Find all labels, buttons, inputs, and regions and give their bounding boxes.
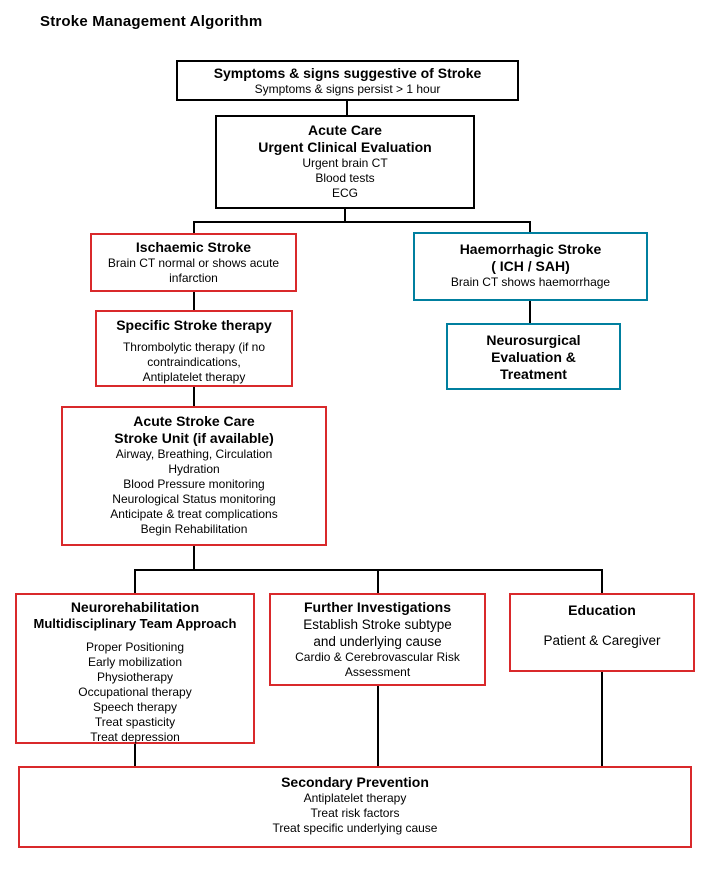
stroke-care-line-5: Anticipate & treat complications (110, 507, 278, 521)
neurorehab-subtitle: Multidisciplinary Team Approach (33, 616, 237, 631)
acute-care-line-3: ECG (331, 186, 358, 200)
acute-care-line-2: Blood tests (315, 171, 375, 185)
box-acute-care: Acute Care Urgent Clinical Evaluation Ur… (215, 115, 475, 209)
investigations-line-2: Assessment (344, 665, 411, 679)
connector-neurorehab-to-secondary (134, 744, 136, 766)
box-specific-stroke-therapy: Specific Stroke therapy Thrombolytic the… (95, 310, 293, 387)
neurosurgical-title-line-3: Treatment (500, 366, 567, 382)
ischaemic-line-1: Brain CT normal or shows acute (107, 256, 280, 270)
stroke-care-line-4: Neurological Status monitoring (112, 492, 276, 506)
education-title: Education (568, 602, 636, 618)
stroke-care-line-2: Hydration (168, 462, 220, 476)
neurorehab-line-3: Physiotherapy (96, 670, 174, 684)
specific-therapy-title: Specific Stroke therapy (116, 317, 272, 333)
connector-therapy-to-stroke-unit (193, 387, 195, 406)
box-ischaemic-stroke: Ischaemic Stroke Brain CT normal or show… (90, 233, 297, 292)
stroke-care-line-6: Begin Rehabilitation (140, 522, 248, 536)
specific-therapy-line-3: Antiplatelet therapy (142, 370, 246, 384)
haemorrhagic-line-1: Brain CT shows haemorrhage (450, 275, 611, 289)
neurorehab-title: Neurorehabilitation (70, 599, 200, 615)
box-acute-stroke-care: Acute Stroke Care Stroke Unit (if availa… (61, 406, 327, 546)
neurorehab-line-4: Occupational therapy (78, 685, 192, 699)
stroke-care-line-3: Blood Pressure monitoring (123, 477, 265, 491)
secondary-prevention-title: Secondary Prevention (281, 774, 429, 790)
connector-to-further-investigations (377, 569, 379, 593)
investigations-subtitle-line-2: and underlying cause (313, 634, 442, 649)
spacer (511, 619, 693, 632)
acute-care-line-1: Urgent brain CT (302, 156, 388, 170)
connector-to-neurorehabilitation (134, 569, 136, 593)
connector-to-haemorrhagic (529, 221, 531, 232)
acute-care-title-line-2: Urgent Clinical Evaluation (258, 139, 432, 155)
symptoms-title: Symptoms & signs suggestive of Stroke (213, 65, 482, 81)
connector-ischaemic-to-therapy (193, 292, 195, 310)
ischaemic-title: Ischaemic Stroke (135, 239, 252, 255)
investigations-line-1: Cardio & Cerebrovascular Risk (295, 650, 460, 664)
spacer (17, 632, 253, 640)
connector-branch-horizontal-top (193, 221, 531, 223)
stroke-care-title-line-2: Stroke Unit (if available) (114, 430, 274, 446)
ischaemic-line-2: infarction (169, 271, 218, 285)
neurorehab-line-2: Early mobilization (87, 655, 183, 669)
acute-care-title-line-1: Acute Care (308, 122, 382, 138)
stroke-care-line-1: Airway, Breathing, Circulation (115, 447, 273, 461)
neurosurgical-title-line-1: Neurosurgical (486, 332, 581, 348)
connector-investigations-to-secondary (377, 686, 379, 766)
specific-therapy-line-2: contraindications, (147, 355, 241, 369)
connector-haemorrhagic-to-neurosurgical (529, 301, 531, 323)
stroke-care-title-line-1: Acute Stroke Care (133, 413, 255, 429)
neurorehab-line-1: Proper Positioning (85, 640, 185, 654)
box-education: Education Patient & Caregiver (509, 593, 695, 672)
box-neurorehabilitation: Neurorehabilitation Multidisciplinary Te… (15, 593, 255, 744)
connector-branch-horizontal-bottom (134, 569, 603, 571)
investigations-subtitle-line-1: Establish Stroke subtype (303, 617, 452, 632)
connector-symptoms-to-acute-care (346, 101, 348, 115)
box-haemorrhagic-stroke: Haemorrhagic Stroke ( ICH / SAH) Brain C… (413, 232, 648, 301)
page-title: Stroke Management Algorithm (40, 13, 263, 30)
box-secondary-prevention: Secondary Prevention Antiplatelet therap… (18, 766, 692, 848)
connector-to-education (601, 569, 603, 593)
secondary-prevention-line-2: Treat risk factors (310, 806, 400, 820)
box-further-investigations: Further Investigations Establish Stroke … (269, 593, 486, 686)
box-symptoms: Symptoms & signs suggestive of Stroke Sy… (176, 60, 519, 101)
connector-acute-care-down (344, 209, 346, 222)
neurosurgical-title-line-2: Evaluation & (491, 349, 576, 365)
neurorehab-line-6: Treat spasticity (94, 715, 176, 729)
box-neurosurgical: Neurosurgical Evaluation & Treatment (446, 323, 621, 390)
haemorrhagic-title-line-1: Haemorrhagic Stroke (459, 241, 602, 257)
neurorehab-line-5: Speech therapy (92, 700, 178, 714)
connector-to-ischaemic (193, 221, 195, 233)
secondary-prevention-line-1: Antiplatelet therapy (303, 791, 407, 805)
secondary-prevention-line-3: Treat specific underlying cause (272, 821, 438, 835)
neurorehab-line-7: Treat depression (90, 730, 180, 744)
haemorrhagic-title-line-2: ( ICH / SAH) (491, 258, 570, 274)
connector-education-to-secondary (601, 672, 603, 766)
investigations-title: Further Investigations (303, 599, 452, 615)
symptoms-subtitle: Symptoms & signs persist > 1 hour (254, 82, 441, 96)
specific-therapy-line-1: Thrombolytic therapy (if no (122, 340, 266, 354)
education-line-1: Patient & Caregiver (543, 633, 661, 648)
connector-stroke-unit-down (193, 546, 195, 570)
